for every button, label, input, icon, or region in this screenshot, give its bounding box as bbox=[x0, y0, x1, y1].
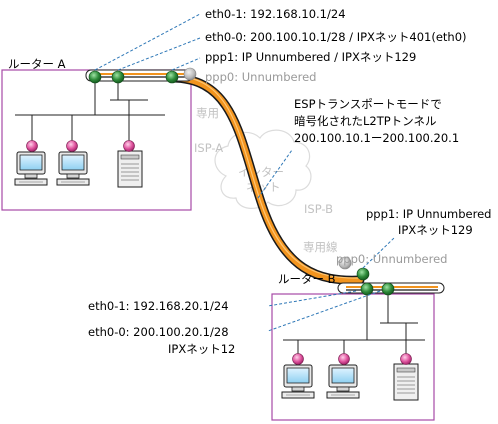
router-a-eth0-0-port bbox=[111, 70, 125, 84]
lan-b bbox=[271, 289, 435, 421]
router-a-ppp0-label: ppp0: Unnumbered bbox=[205, 70, 316, 84]
router-b-ppp0-port bbox=[338, 256, 352, 270]
cloud-label-line1: インター bbox=[238, 165, 284, 179]
lan-b-border bbox=[271, 293, 435, 421]
isp-a-label: ISP-A bbox=[194, 141, 223, 155]
lan-a-border bbox=[1, 69, 192, 211]
pc-icon bbox=[326, 364, 360, 399]
router-a-eth0-1-label: eth0-1: 192.168.10.1/24 bbox=[205, 7, 346, 21]
router-a-ppp1-label: ppp1: IP Unnumbered / IPXネット129 bbox=[205, 50, 416, 64]
router-b-eth0-0-label-line2: IPXネット12 bbox=[168, 342, 235, 356]
host-port-dot bbox=[123, 140, 135, 152]
server-icon bbox=[117, 150, 143, 188]
router-a: ルーター A bbox=[8, 57, 197, 84]
router-a-ppp0-port bbox=[183, 67, 197, 81]
router-b-ppp0-label: ppp0: Unnumbered bbox=[336, 252, 447, 266]
host-port-dot bbox=[338, 353, 350, 365]
router-b-ppp1-label-line1: ppp1: IP Unnumbered bbox=[366, 207, 491, 221]
tunnel-label-line2: 暗号化されたL2TPトンネル bbox=[294, 114, 436, 128]
host-port-dot bbox=[66, 140, 78, 152]
router-a-eth0-1-port bbox=[88, 70, 102, 84]
lan-a bbox=[1, 69, 192, 211]
dedicated-line-a-label: 専用 bbox=[196, 106, 219, 120]
tunnel-label-line1: ESPトランスポートモードで bbox=[294, 97, 442, 111]
host-port-dot bbox=[292, 353, 304, 365]
pc-icon bbox=[56, 151, 90, 186]
router-b-label: ルーター B bbox=[278, 272, 336, 286]
router-a-ppp1-port bbox=[165, 70, 179, 84]
router-b-ppp1-port bbox=[356, 267, 370, 281]
router-b-eth0-1-label: eth0-1: 192.168.20.1/24 bbox=[88, 299, 229, 313]
tunnel-label-line3: 200.100.10.1ー200.100.20.1 bbox=[294, 131, 459, 145]
leader-lines bbox=[94, 13, 395, 332]
isp-b-label: ISP-B bbox=[304, 202, 333, 216]
router-b-ppp1-label-line2: IPXネット129 bbox=[398, 223, 473, 237]
host-port-dot bbox=[400, 353, 412, 365]
server-icon bbox=[393, 363, 419, 401]
router-b: ルーター B bbox=[278, 256, 445, 296]
router-a-label: ルーター A bbox=[8, 57, 66, 71]
router-b-eth0-0-label-line1: eth0-0: 200.100.20.1/28 bbox=[88, 325, 229, 339]
dedicated-line-b-label: 専用線 bbox=[303, 240, 338, 254]
pc-icon bbox=[14, 151, 48, 186]
router-a-eth0-0-label: eth0-0: 200.100.10.1/28 / IPXネット401(eth0… bbox=[205, 30, 467, 44]
l2tp-tunnel bbox=[167, 73, 365, 285]
router-b-eth0-0-port bbox=[381, 282, 395, 296]
host-port-dot bbox=[26, 140, 38, 152]
pc-icon bbox=[281, 364, 315, 399]
router-b-eth0-1-port bbox=[360, 282, 374, 296]
